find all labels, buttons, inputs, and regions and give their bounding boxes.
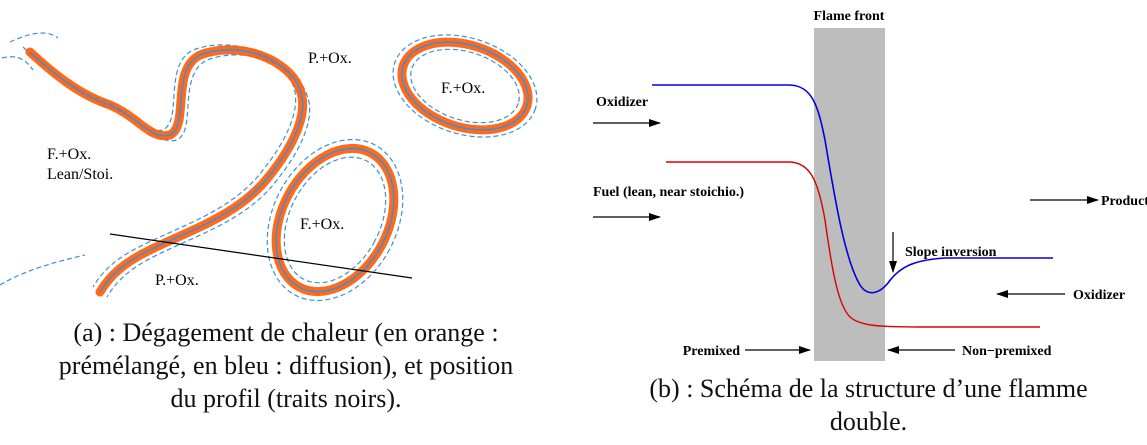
flame-front-band (814, 28, 885, 361)
products-label: Products (1101, 194, 1147, 209)
label-lean-stoi: Lean/Stoi. (47, 166, 113, 183)
panel-b-double-flame-schematic: Flame front Oxidizer Fuel (lean, near st… (593, 9, 1147, 361)
oxidizer-in-label: Oxidizer (596, 95, 648, 110)
premixed-label: Premixed (683, 344, 740, 359)
diffusion-contour-left-tail (0, 32, 86, 286)
non-premixed-label: Non−premixed (962, 344, 1052, 359)
caption-b-line-2: double. (829, 407, 908, 436)
fuel-profile-curve (666, 161, 1040, 328)
oxidizer-profile-curve (652, 84, 1053, 294)
label-f-ox-left: F.+Ox. (47, 146, 91, 163)
label-f-ox-top-right: F.+Ox. (441, 80, 485, 97)
fuel-in-label: Fuel (lean, near stoichio.) (593, 185, 744, 200)
diffusion-core-middle (275, 147, 395, 293)
flame-front-label: Flame front (814, 9, 885, 24)
label-p-ox-top: P.+Ox. (308, 50, 352, 67)
profile-line (109, 233, 413, 279)
caption-b: (b) : Schéma de la structure d’une flamm… (590, 372, 1147, 438)
caption-a-line-3: du profil (traits noirs). (170, 384, 402, 413)
panel-a-heat-release-map: P.+Ox. F.+Ox. F.+Ox. Lean/Stoi. F.+Ox. P… (0, 32, 538, 302)
oxidizer-out-label: Oxidizer (1073, 288, 1125, 303)
caption-b-line-1: (b) : Schéma de la structure d’une flamm… (649, 374, 1088, 403)
caption-a-line-1: (a) : Dégagement de chaleur (en orange : (73, 318, 499, 347)
diffusion-core-main (29, 49, 304, 293)
label-f-ox-middle: F.+Ox. (300, 216, 344, 233)
diffusion-contour-top-right-outer (392, 34, 538, 138)
diffusion-contour-top-right-inner (410, 48, 520, 124)
caption-a: (a) : Dégagement de chaleur (en orange :… (0, 316, 572, 415)
caption-a-line-2: prémélangé, en bleu : diffusion), et pos… (58, 351, 514, 380)
diffusion-core-top-right (401, 41, 529, 131)
diffusion-core-lines (29, 41, 529, 293)
label-p-ox-bottom: P.+Ox. (155, 272, 199, 289)
diffusion-contour-middle-inner (283, 156, 387, 284)
diffusion-contour-middle-outer (266, 138, 404, 302)
slope-inversion-label: Slope inversion (905, 245, 997, 260)
